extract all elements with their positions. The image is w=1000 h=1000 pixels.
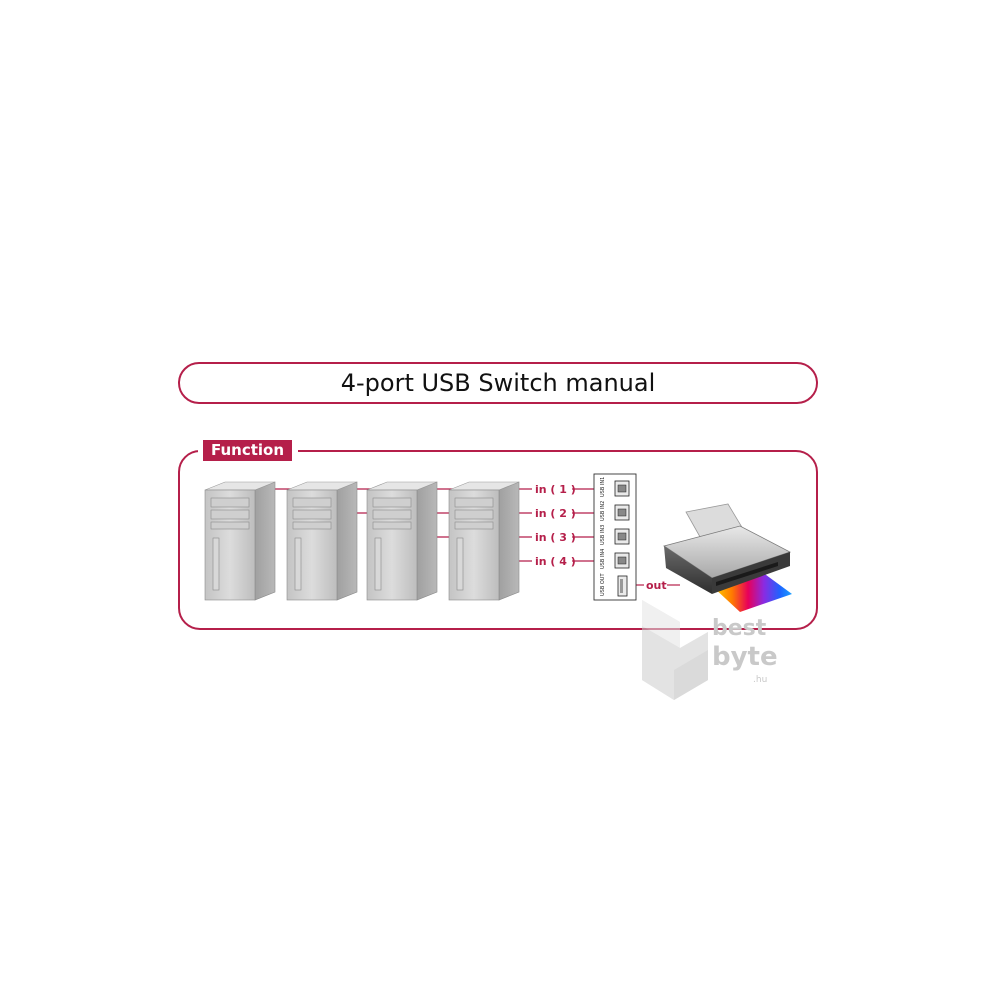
function-section <box>178 450 818 630</box>
port-code-in4: USB IN4 <box>600 548 606 569</box>
port-code-in3: USB IN3 <box>600 524 606 545</box>
function-tab: Function <box>203 440 293 461</box>
port-code-out: USB OUT <box>600 573 606 596</box>
input-label-4: in ( 4 ) <box>535 555 576 568</box>
input-label-3: in ( 3 ) <box>535 531 576 544</box>
watermark-text-byte: byte <box>712 642 778 672</box>
page-title: 4-port USB Switch manual <box>340 369 656 397</box>
input-label-2: in ( 2 ) <box>535 507 576 520</box>
input-label-1: in ( 1 ) <box>535 483 576 496</box>
port-code-in2: USB IN2 <box>600 500 606 521</box>
port-code-in1: USB IN1 <box>600 476 606 497</box>
watermark-text-best: best <box>712 616 767 641</box>
output-label: out <box>646 579 667 592</box>
title-box: 4-port USB Switch manual <box>178 362 818 404</box>
watermark-text-suffix: .hu <box>753 675 768 685</box>
